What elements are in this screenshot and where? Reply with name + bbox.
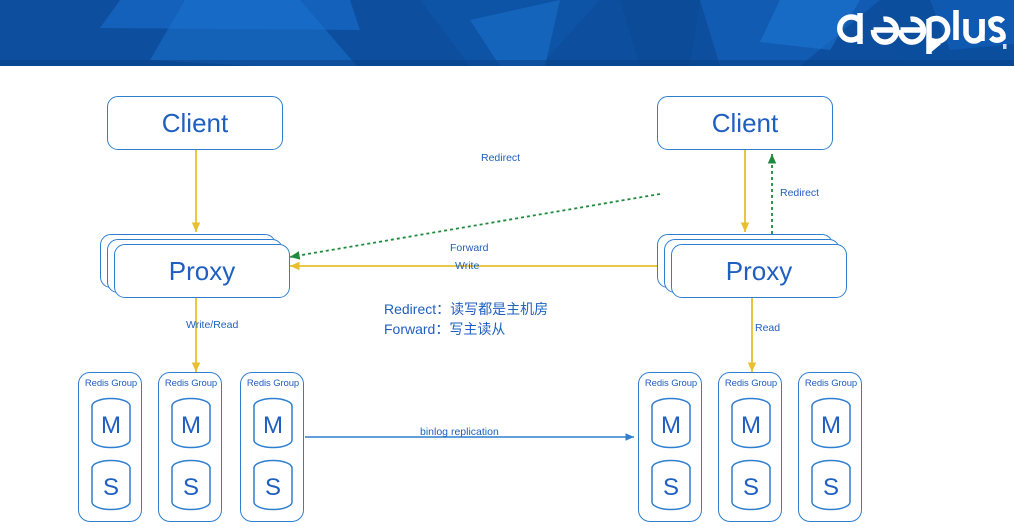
slave-db-icon: S [170, 459, 212, 511]
redis-group-title: Redis Group [246, 378, 300, 389]
deeplus-logo [837, 10, 1007, 54]
client-left-box[interactable]: Client [107, 96, 283, 150]
slave-db-icon: S [90, 459, 132, 511]
slave-db-label: S [662, 474, 679, 501]
connector-lines [191, 150, 777, 441]
master-db-label: M [661, 412, 681, 439]
redis-group-right-3[interactable]: Redis Group M S [798, 372, 862, 522]
client-right-box[interactable]: Client [657, 96, 833, 150]
proxy-left-label: Proxy [168, 255, 236, 286]
redis-group-title: Redis Group [164, 378, 218, 389]
legend-line-redirect: Redirect：读写都是主机房 [384, 301, 549, 317]
redis-group-title: Redis Group [84, 378, 138, 389]
master-db-icon: M [810, 397, 852, 449]
slave-db-label: S [264, 474, 281, 501]
redis-group-left-3[interactable]: Redis Group M S [240, 372, 304, 522]
slave-db-icon: S [810, 459, 852, 511]
slave-db-label: S [822, 474, 839, 501]
redis-group-left-2[interactable]: Redis Group M S [158, 372, 222, 522]
slave-db-label: S [102, 474, 119, 501]
master-db-icon: M [650, 397, 692, 449]
master-db-label: M [101, 412, 121, 439]
slave-db-icon: S [730, 459, 772, 511]
slave-db-label: S [742, 474, 759, 501]
edge-label-write: Write [455, 260, 480, 272]
master-db-label: M [181, 412, 201, 439]
edge-label-write-read: Write/Read [186, 319, 239, 331]
page-header [0, 0, 1014, 66]
master-db-label: M [263, 412, 283, 439]
redis-group-title: Redis Group [644, 378, 698, 389]
proxy-right-stack[interactable]: Proxy [657, 234, 853, 302]
master-db-label: M [821, 412, 841, 439]
proxy-right-layer-3 [671, 244, 847, 298]
edge-label-forward: Forward [450, 242, 489, 254]
master-db-icon: M [90, 397, 132, 449]
proxy-left-stack[interactable]: Proxy [100, 234, 296, 302]
legend-line-forward: Forward：写主读从 [384, 321, 506, 337]
redis-group-title: Redis Group [724, 378, 778, 389]
master-db-label: M [741, 412, 761, 439]
slave-db-icon: S [650, 459, 692, 511]
edge-label-read: Read [755, 322, 781, 334]
redis-group-right-1[interactable]: Redis Group M S [638, 372, 702, 522]
slave-db-label: S [182, 474, 199, 501]
master-db-icon: M [170, 397, 212, 449]
proxy-left-layer-3 [114, 244, 290, 298]
slave-db-icon: S [252, 459, 294, 511]
proxy-right-label: Proxy [725, 255, 793, 286]
master-db-icon: M [252, 397, 294, 449]
master-db-icon: M [730, 397, 772, 449]
edge-label-redirect-diagonal: Redirect [481, 152, 521, 164]
redis-group-right-2[interactable]: Redis Group M S [718, 372, 782, 522]
client-left-label: Client [161, 107, 229, 138]
architecture-diagram: Client Proxy Redis Group M S Redis Group [0, 66, 1014, 528]
edge-label-redirect-vertical: Redirect [780, 187, 820, 199]
client-right-label: Client [711, 107, 779, 138]
edge-label-binlog-replication: binlog replication [420, 426, 499, 438]
redis-group-left-1[interactable]: Redis Group M S [78, 372, 142, 522]
redis-group-title: Redis Group [804, 378, 858, 389]
